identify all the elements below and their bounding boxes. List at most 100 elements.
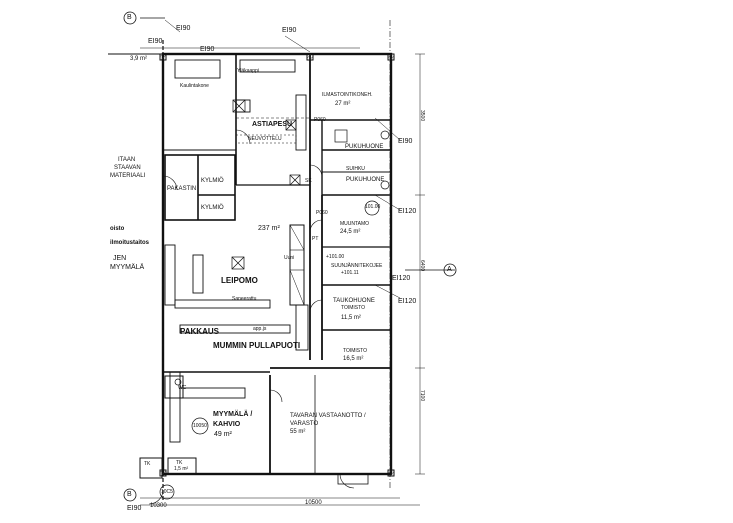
door-arc-7 [162, 175, 178, 191]
label-saneerattu: Saneerattu [232, 296, 257, 302]
room-pukuhuone-2: PUKUHUONE [346, 177, 385, 183]
room-pakkaus: PAKKAUS [180, 327, 219, 336]
neighbour-line7: MYYMÄLÄ [110, 264, 145, 271]
door-arc-4 [309, 299, 323, 313]
fixture-x-3 [285, 119, 297, 131]
door-arc-5 [269, 389, 283, 403]
wash-right [295, 94, 307, 151]
fire-rating-bottom-left: EI90 [127, 505, 142, 512]
dim-right-a: 3500 [419, 110, 425, 122]
column-3 [387, 53, 395, 61]
badge-muuntamo: 101.00 [365, 204, 381, 210]
fixture-x-4 [289, 174, 301, 186]
neighbour-line4: oisto [110, 226, 125, 232]
label-pt: PT [312, 236, 319, 242]
neighbour-line1: ITAAN [118, 157, 136, 163]
label-s101: +101.00 [326, 254, 345, 260]
grid-mark-b-top: B [127, 14, 132, 21]
column-4 [159, 469, 167, 477]
neighbour-line5: ilmoitustaitos [110, 240, 150, 246]
label-neuvottelu: NEUVOTTELU [248, 136, 282, 142]
fire-rating-right-1: EI90 [398, 138, 413, 145]
room-tavaran-area: 55 m² [290, 429, 306, 435]
sales-counter [169, 371, 181, 443]
room-toimisto-area: 16,5 m² [343, 356, 364, 362]
grid-balloon-b-bottom [123, 488, 137, 502]
dim-bottom-left: 10300 [150, 503, 167, 509]
grid-balloon-a [443, 263, 457, 277]
room-ilmastointi-area: 27 m² [335, 101, 351, 107]
toilet-icon-3 [174, 378, 182, 386]
shower-icon [334, 129, 348, 143]
fixture-x-2 [232, 99, 246, 113]
room-tk-2: TK [176, 460, 183, 466]
column-2 [306, 53, 314, 61]
grid-balloon-b-top [123, 11, 137, 25]
label-app-js: app.js [253, 326, 267, 332]
room-leipomo: LEIPOMO [221, 276, 258, 285]
oven-diag2 [289, 269, 305, 306]
room-tavaran-1: TAVARAN VASTAANOTTO / [290, 413, 366, 419]
wc-box [164, 375, 184, 399]
label-ylakaappi: Yläkaappi [237, 68, 259, 74]
room-pakastin: PAKASTIN [167, 186, 197, 192]
room-wc: WC [178, 385, 187, 391]
leipomo-area: 237 m² [258, 225, 280, 232]
entry-step [337, 473, 369, 485]
service-counter [179, 387, 246, 399]
room-myymala: MYYMÄLÄ / [213, 411, 253, 418]
label-sk: SK [305, 178, 312, 184]
tk-box-1 [139, 457, 163, 479]
room-astiapesu: ASTIAPESU [252, 121, 293, 128]
label-p060: P060 [314, 117, 326, 123]
fixture-x-1 [231, 256, 245, 270]
neighbour-line6: JEN [113, 255, 127, 262]
room-taukohuone: TAUKOHUONE [333, 298, 375, 304]
neighbour-line3: MATERIAALI [110, 173, 146, 179]
dim-right-b: 6400 [419, 260, 425, 272]
room-badge-100 [364, 200, 380, 216]
room-ilmastointi: ILMASTOINTIKONEH. [322, 92, 373, 98]
fire-rating-right-3: EI120 [392, 275, 411, 282]
badge-10050: 10050 [193, 423, 207, 429]
door-arc-1 [235, 129, 251, 145]
work-counter-right [295, 304, 309, 351]
room-toimisto: TOIMISTO [343, 348, 367, 354]
tk-box-2 [167, 457, 197, 475]
room-tk-1: TK [144, 461, 151, 467]
leader-3 [374, 284, 401, 299]
room-muuntamo: MUUNTAMO [340, 221, 370, 227]
label-p060b: P060 [316, 210, 328, 216]
fire-rating-top-left: EI90 [176, 25, 191, 32]
work-table-2 [164, 244, 176, 306]
label-uuni: Uuni [284, 255, 295, 261]
room-muuntamo-area: 24,5 m² [340, 229, 361, 235]
dim-right-c: 7100 [419, 390, 425, 402]
toilet-icon-2 [380, 180, 390, 190]
pack-counter [179, 324, 291, 334]
wash-machine [174, 59, 221, 79]
neighbour-line2: STAAVAN [114, 165, 141, 171]
fire-rating-right-4: EI120 [398, 298, 417, 305]
room-kylmio-2: KYLMIÖ [201, 205, 224, 211]
door-arc-3 [309, 219, 323, 233]
room-myymala-area: 49 m² [214, 431, 232, 438]
badge-1c5: 10C5 [161, 489, 173, 495]
dim-top-left-area: 3,9 m² [130, 56, 148, 62]
room-mummin-pullapuoti: MUMMIN PULLAPUOTI [213, 341, 301, 350]
fire-rating-top-mid: EI90 [282, 27, 297, 34]
column-1 [159, 53, 167, 61]
fire-rating-right-2: EI120 [398, 208, 417, 215]
leader-2 [374, 194, 401, 211]
room-suihku: SUIHKU [346, 166, 365, 172]
fire-rating-top-small: EI90 [148, 38, 163, 45]
label-s101b: +101.11 [341, 270, 359, 276]
leader-1 [374, 117, 401, 141]
work-counter-bottom [174, 299, 271, 309]
room-pukuhuone-1: PUKUHUONE [345, 144, 384, 150]
table-mid [235, 134, 297, 144]
dish-table [239, 59, 296, 73]
door-arc-8 [148, 489, 164, 505]
dim-bottom-total: 10500 [305, 500, 322, 506]
